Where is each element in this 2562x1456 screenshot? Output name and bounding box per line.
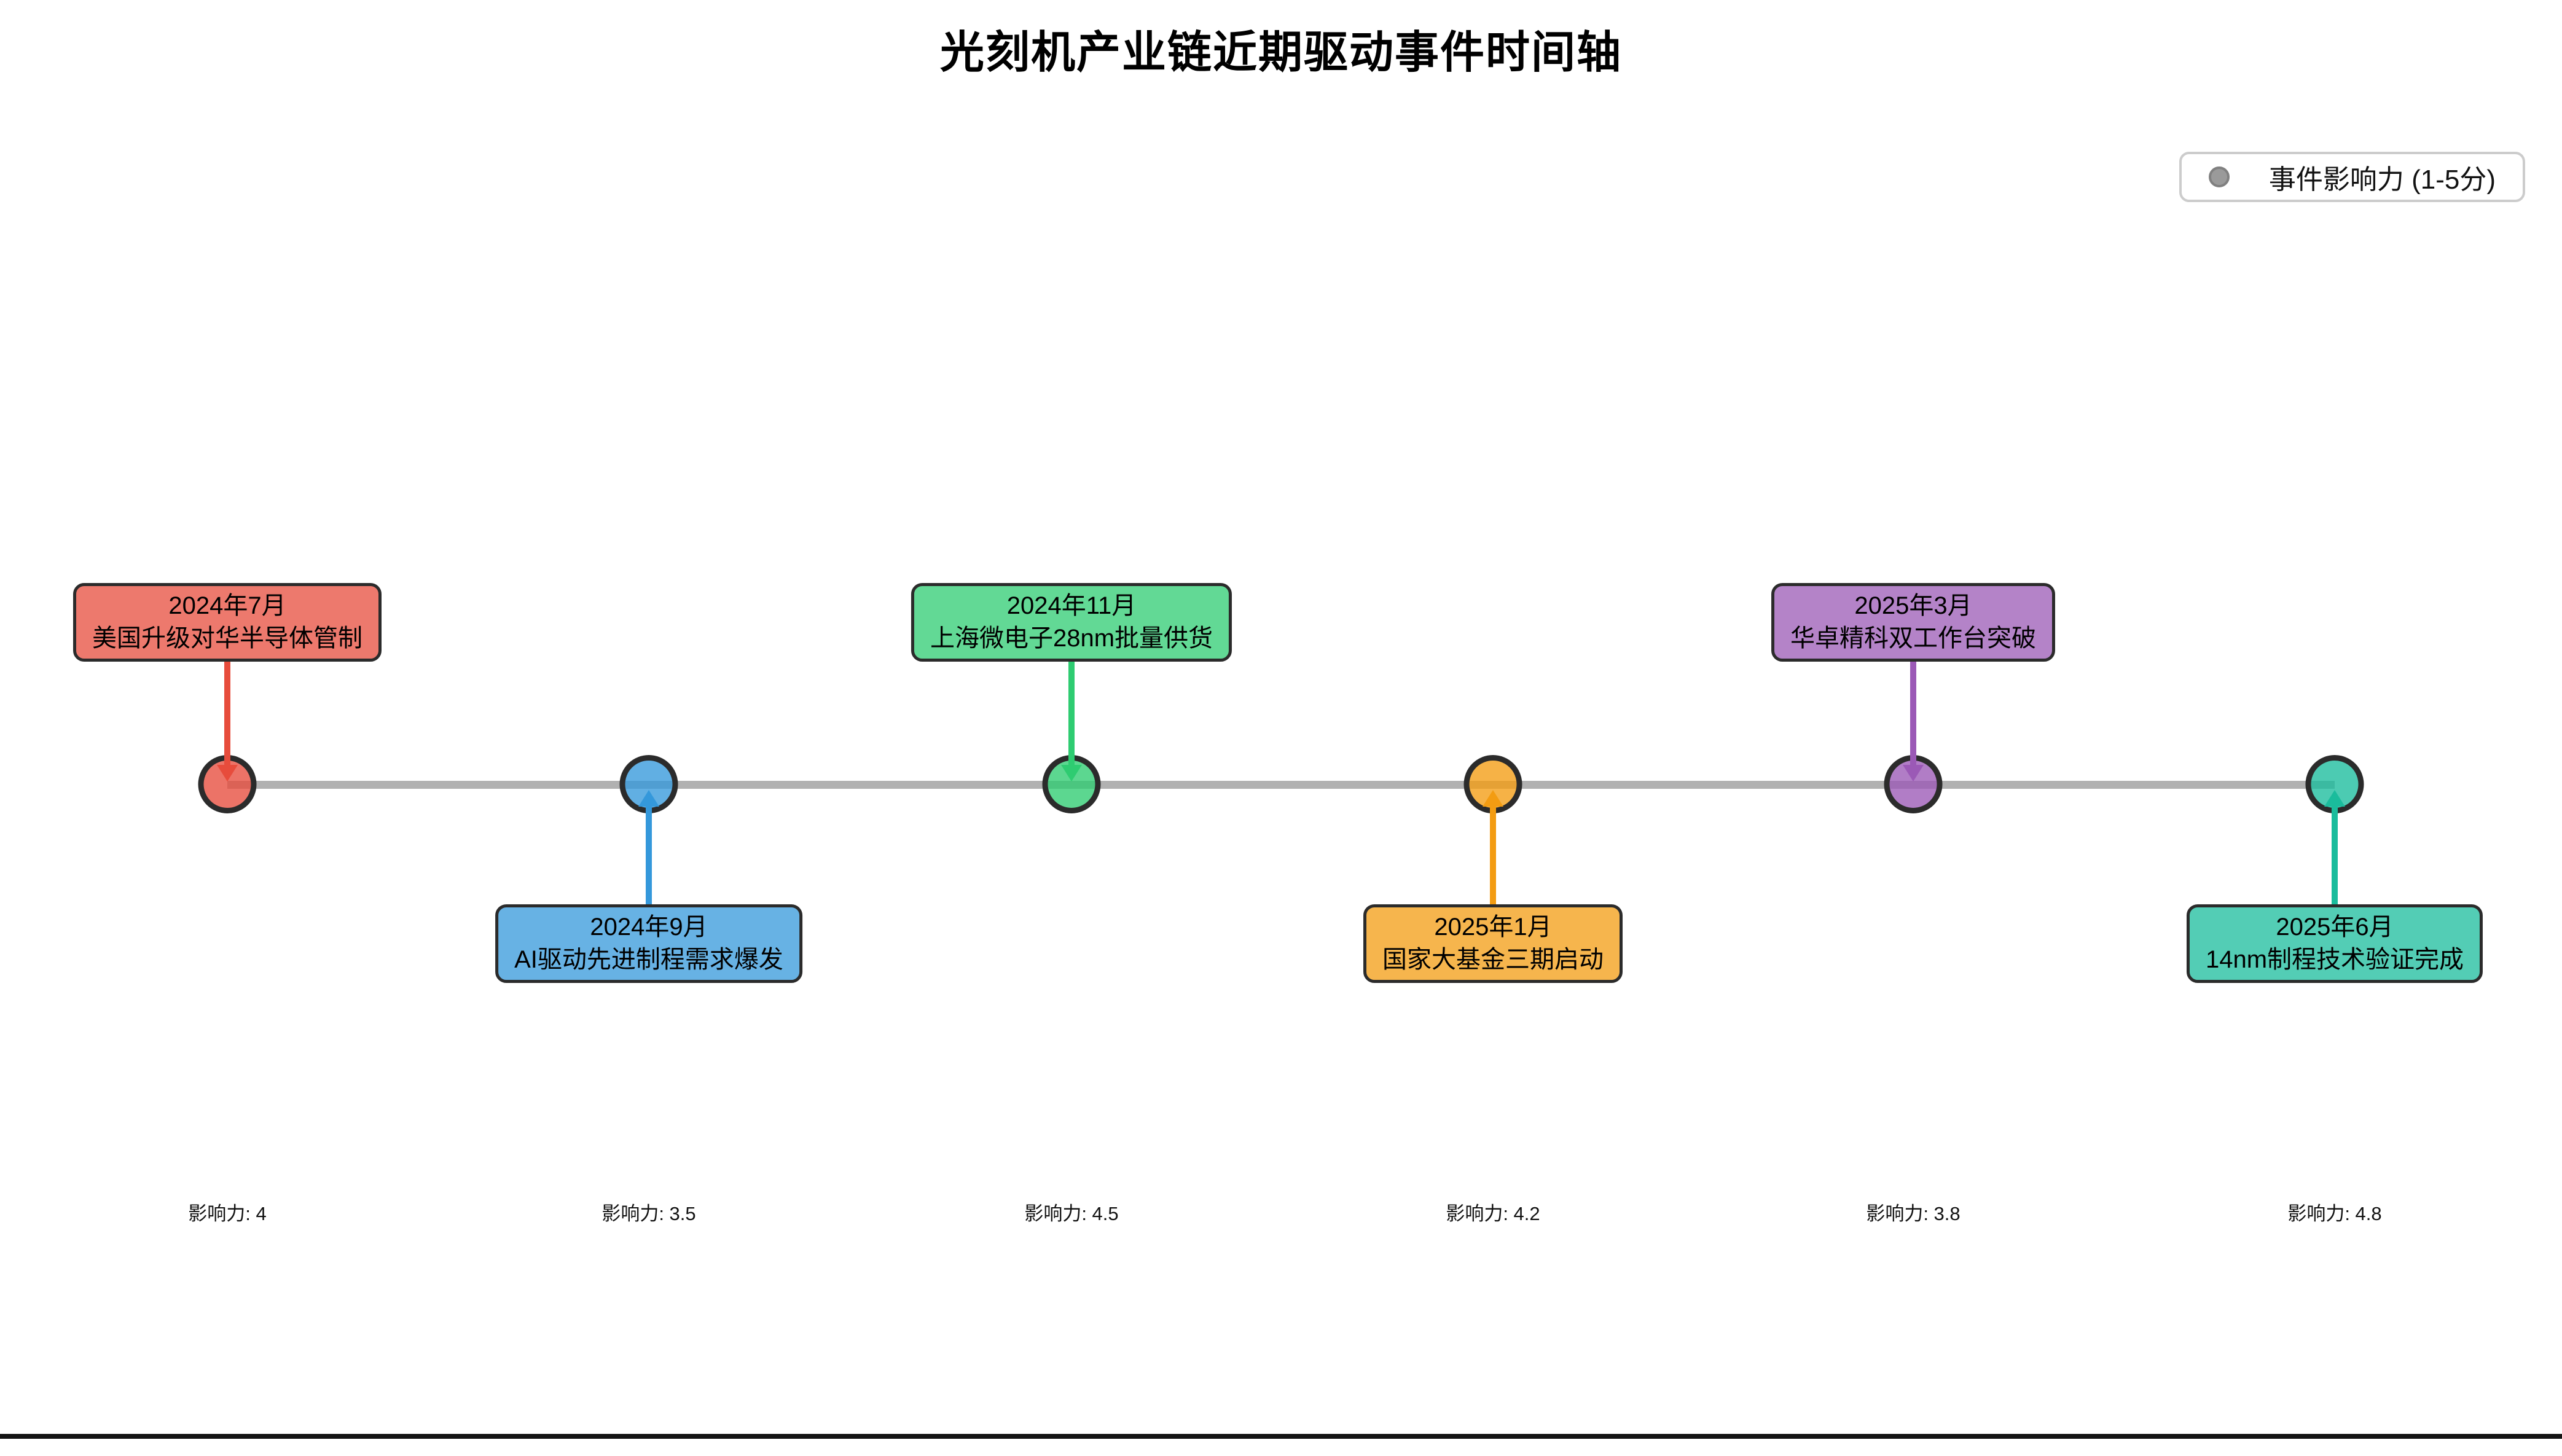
impact-score-label: 影响力: 3.8	[1866, 1203, 1961, 1224]
event-card: 2025年1月国家大基金三期启动	[1363, 904, 1623, 983]
event-label: AI驱动先进制程需求爆发	[514, 945, 783, 973]
event-date: 2025年3月	[1854, 592, 1972, 620]
legend-label: 事件影响力 (1-5分)	[2268, 165, 2496, 195]
legend-marker-icon	[2208, 166, 2230, 187]
event-label: 国家大基金三期启动	[1382, 945, 1604, 973]
event-card: 2024年9月 AI驱动先进制程需求爆发	[495, 904, 802, 983]
bottom-axis-spine	[0, 1434, 2562, 1439]
legend: 事件影响力 (1-5分)	[2179, 152, 2525, 202]
event-date: 2025年1月	[1434, 914, 1552, 941]
event-connector-arrow-icon	[217, 765, 238, 781]
event-date: 2024年11月	[1006, 592, 1137, 620]
impact-score-label: 影响力: 4.2	[1446, 1203, 1540, 1224]
event-connector	[1490, 805, 1496, 910]
event-card: 2024年7月美国升级对华半导体管制	[73, 583, 382, 662]
event-card: 2024年11月上海微电子28nm批量供货	[911, 583, 1232, 662]
event-date: 2024年7月	[168, 592, 286, 620]
impact-score-label: 影响力: 4.5	[1024, 1203, 1119, 1224]
event-label: 14nm制程技术验证完成	[2205, 945, 2464, 973]
event-label: 华卓精科双工作台突破	[1790, 625, 2036, 652]
event-date: 2025年6月	[2276, 914, 2394, 941]
event-card: 2025年6月 14nm制程技术验证完成	[2186, 904, 2483, 983]
event-connector	[224, 662, 230, 766]
event-card: 2025年3月华卓精科双工作台突破	[1771, 583, 2055, 662]
event-connector	[1910, 662, 1916, 766]
event-connector-arrow-icon	[638, 790, 659, 807]
event-connector-arrow-icon	[1903, 765, 1924, 781]
impact-score-label: 影响力: 3.5	[601, 1203, 696, 1224]
impact-score-label: 影响力: 4.8	[2287, 1203, 2382, 1224]
timeline-axis-line	[227, 781, 2335, 789]
event-connector-arrow-icon	[1061, 765, 1082, 781]
chart-title: 光刻机产业链近期驱动事件时间轴	[939, 28, 1622, 77]
event-date: 2024年9月	[590, 914, 708, 941]
event-connector	[2332, 805, 2338, 910]
event-connector	[646, 805, 652, 910]
impact-score-label: 影响力: 4	[188, 1203, 267, 1224]
event-connector-arrow-icon	[2324, 790, 2345, 807]
event-label: 美国升级对华半导体管制	[92, 625, 362, 652]
event-connector-arrow-icon	[1483, 790, 1503, 807]
event-connector	[1068, 662, 1075, 766]
event-label: 上海微电子28nm批量供货	[930, 625, 1213, 652]
